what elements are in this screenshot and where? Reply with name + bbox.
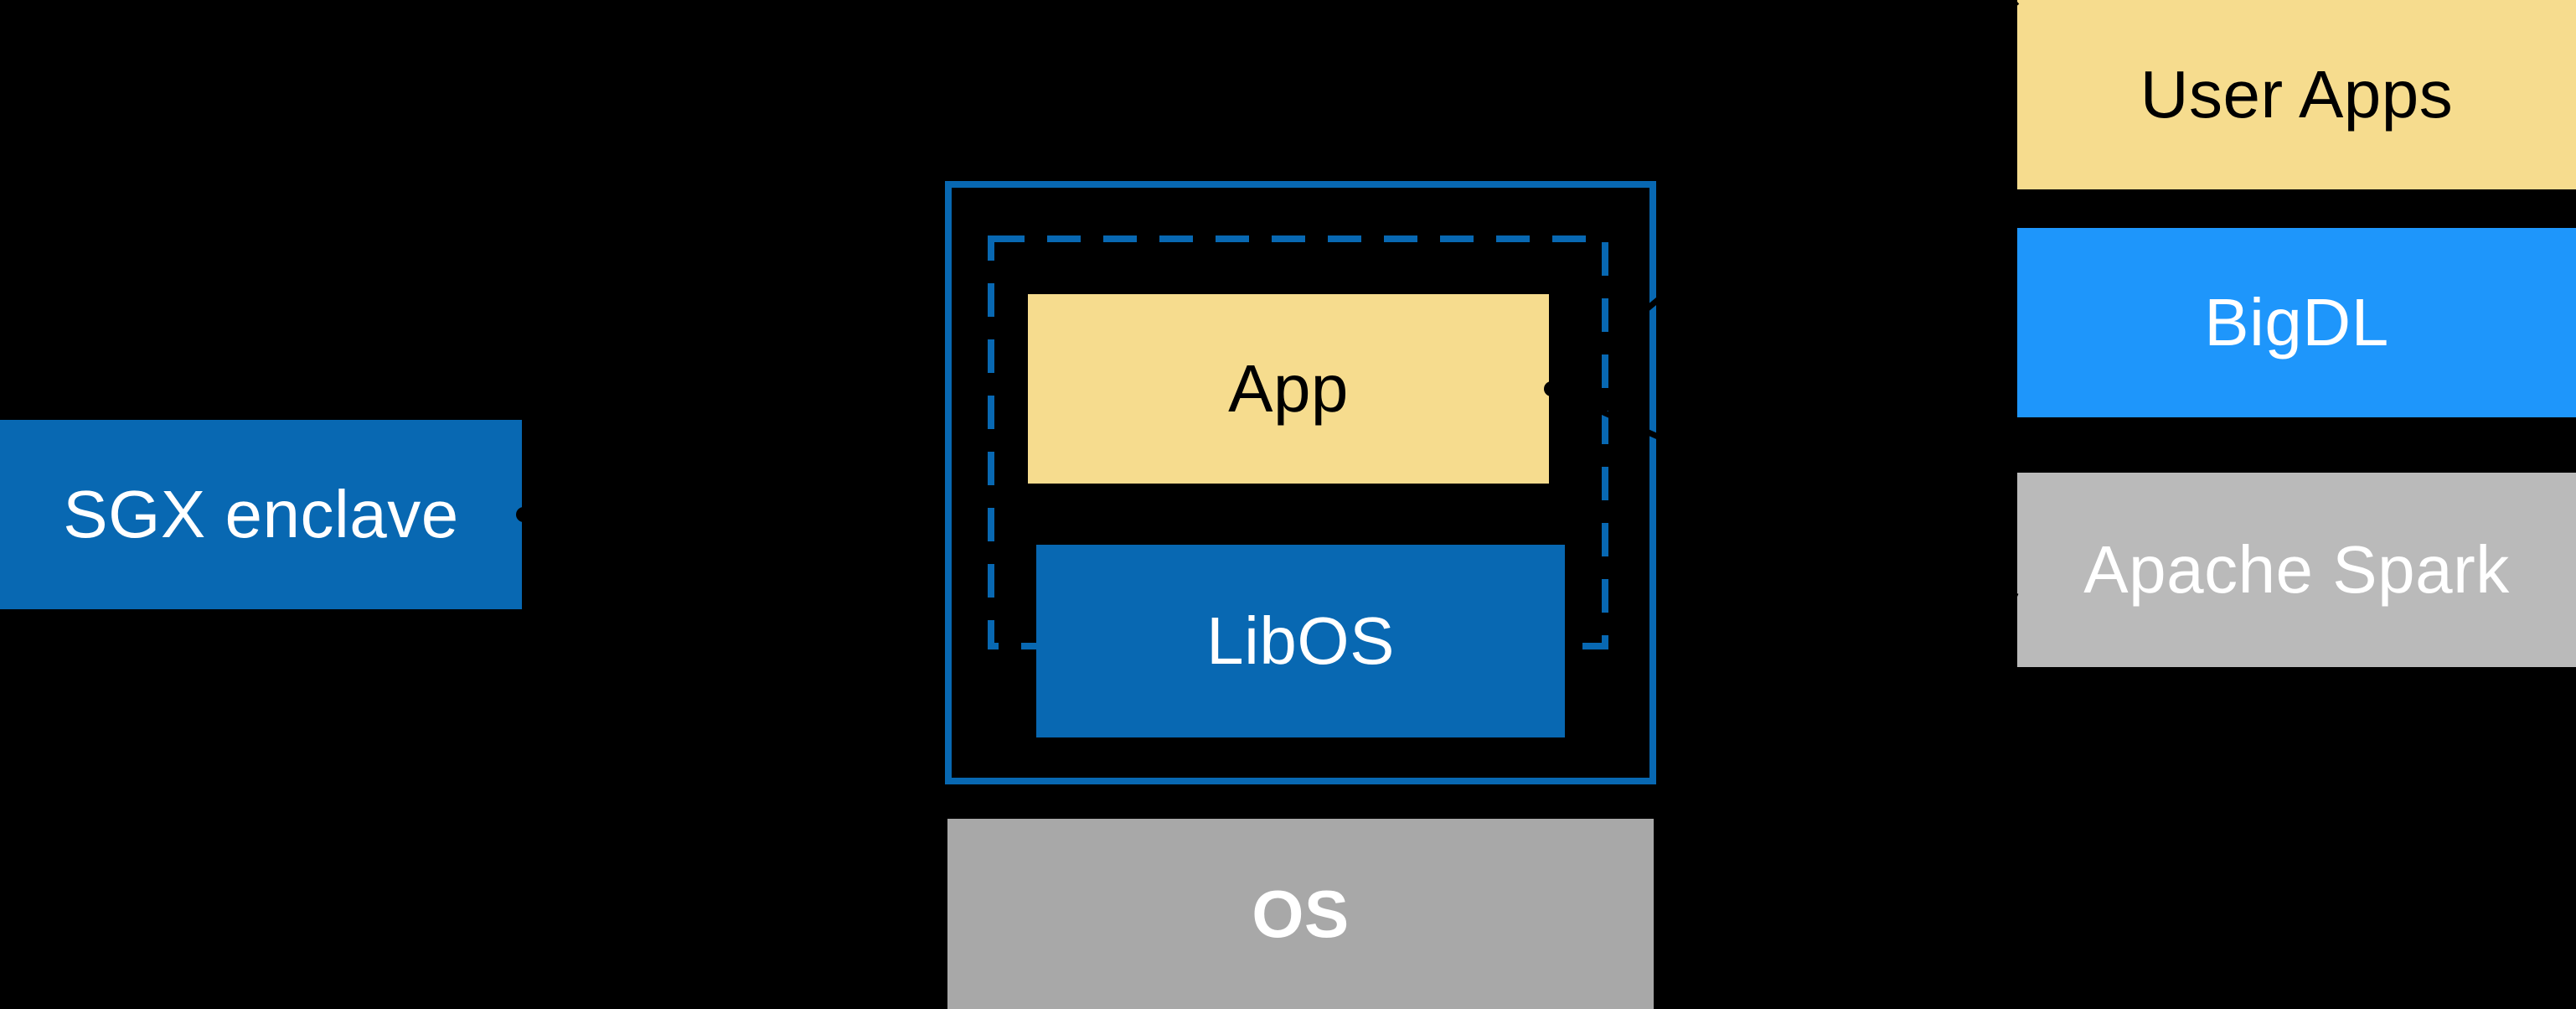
stack-merge-line-top	[1548, 0, 2020, 391]
apache-spark-label: Apache Spark	[2083, 532, 2510, 607]
stack-item-apache-spark: Apache Spark	[2017, 473, 2576, 667]
sgx-enclave-label: SGX enclave	[63, 477, 459, 551]
bigdl-label: BigDL	[2204, 285, 2389, 360]
app-label: App	[1228, 351, 1349, 426]
os-label: OS	[1252, 876, 1350, 951]
sgx-enclave-label-box: SGX enclave	[0, 420, 522, 609]
libos-label: LibOS	[1206, 603, 1395, 678]
stack-item-bigdl: BigDL	[2017, 228, 2576, 417]
app-box: App	[1028, 294, 1549, 484]
libos-box: LibOS	[1036, 545, 1565, 737]
stack-item-user-apps: User Apps	[2017, 0, 2576, 189]
stack-merge-line-bottom	[1549, 385, 2019, 600]
user-apps-label: User Apps	[2140, 57, 2454, 132]
os-box: OS	[947, 819, 1654, 1009]
